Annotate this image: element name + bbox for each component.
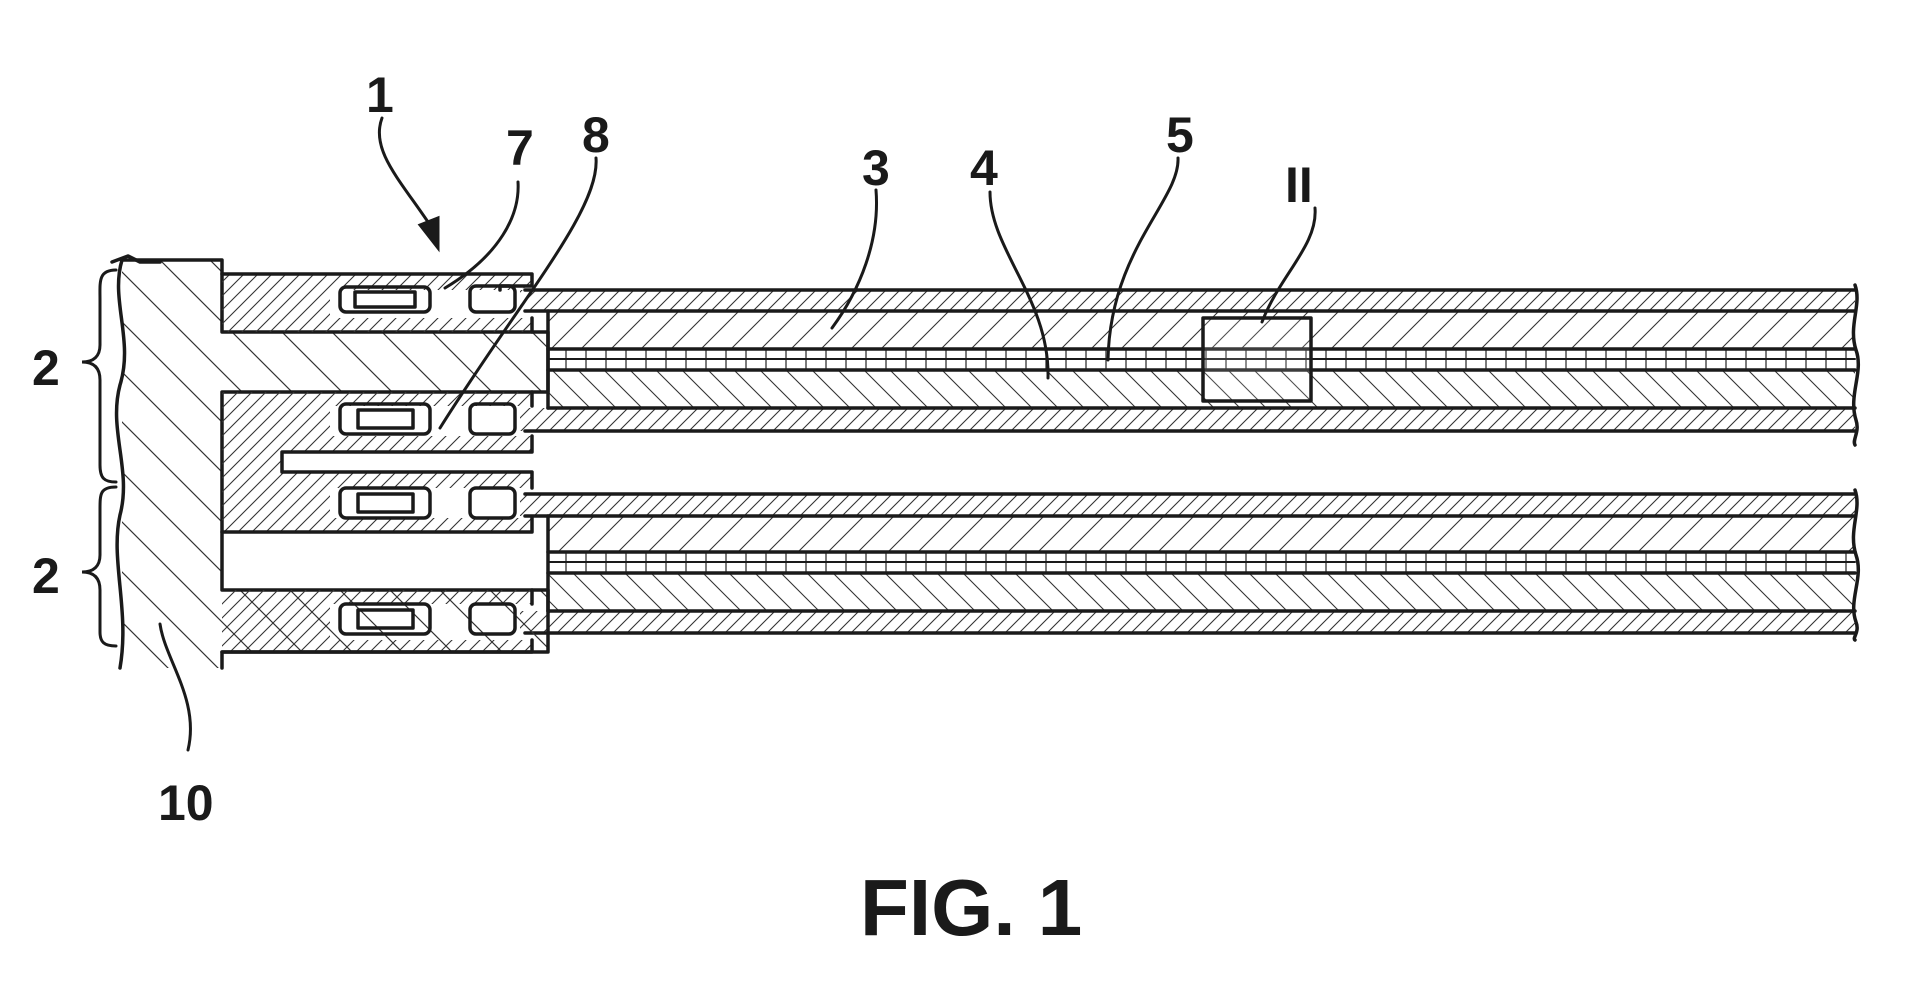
- label-3: 3: [862, 140, 890, 196]
- label-10: 10: [158, 775, 214, 831]
- detail-box-II: [1201, 316, 1313, 403]
- figure-caption: FIG. 1: [860, 863, 1082, 952]
- label-2-lower: 2: [32, 548, 60, 604]
- lower-seal: [338, 602, 432, 636]
- label-8: 8: [582, 107, 610, 163]
- brace-upper: [81, 268, 118, 484]
- label-2-upper: 2: [32, 340, 60, 396]
- middle-clamp: [222, 392, 532, 532]
- layer-stack: [520, 283, 1861, 642]
- lower-upper-seal: [338, 486, 432, 520]
- base-block-10: [122, 260, 548, 668]
- lower-clamp: [222, 590, 532, 652]
- leader-lines: [158, 116, 1317, 752]
- lower-inner-plate: [520, 494, 1855, 516]
- upper-inner-plate: [520, 408, 1855, 431]
- label-II: II: [1285, 157, 1313, 213]
- part-7-seal: [338, 285, 432, 314]
- upper-clamp: [222, 274, 532, 332]
- label-4: 4: [970, 140, 998, 196]
- label-5: 5: [1166, 107, 1194, 163]
- lower-layer-4: [548, 573, 1855, 611]
- brace-lower: [81, 485, 118, 648]
- lower-outer-plate: [520, 611, 1855, 633]
- lower-layer-3: [548, 516, 1855, 552]
- label-1: 1: [366, 67, 394, 123]
- upper-outer-plate: [520, 290, 1855, 311]
- part-8-seal: [338, 402, 432, 436]
- label-7: 7: [506, 120, 534, 176]
